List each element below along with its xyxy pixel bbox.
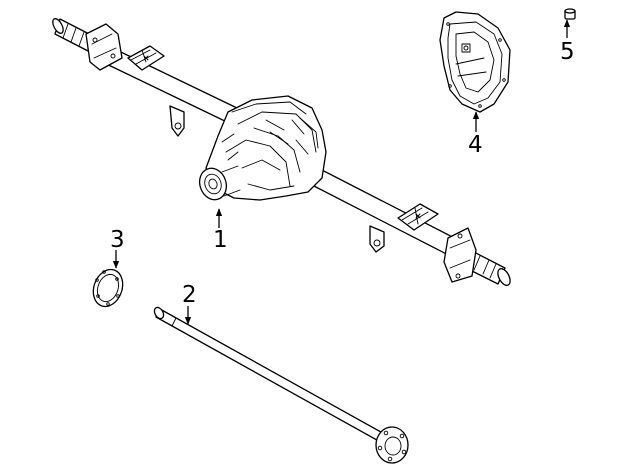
axle-housing-assembly[interactable]	[51, 17, 513, 287]
callout-3: 3	[110, 227, 125, 253]
callout-1: 1	[213, 227, 228, 253]
axle-shaft[interactable]	[153, 306, 409, 464]
gasket[interactable]	[88, 265, 127, 310]
differential-cover[interactable]	[439, 11, 511, 113]
callout-5: 5	[560, 39, 575, 65]
callout-leaders	[112, 19, 571, 325]
callout-2: 2	[182, 282, 197, 308]
callout-4: 4	[468, 132, 483, 158]
fill-plug[interactable]	[564, 8, 576, 20]
